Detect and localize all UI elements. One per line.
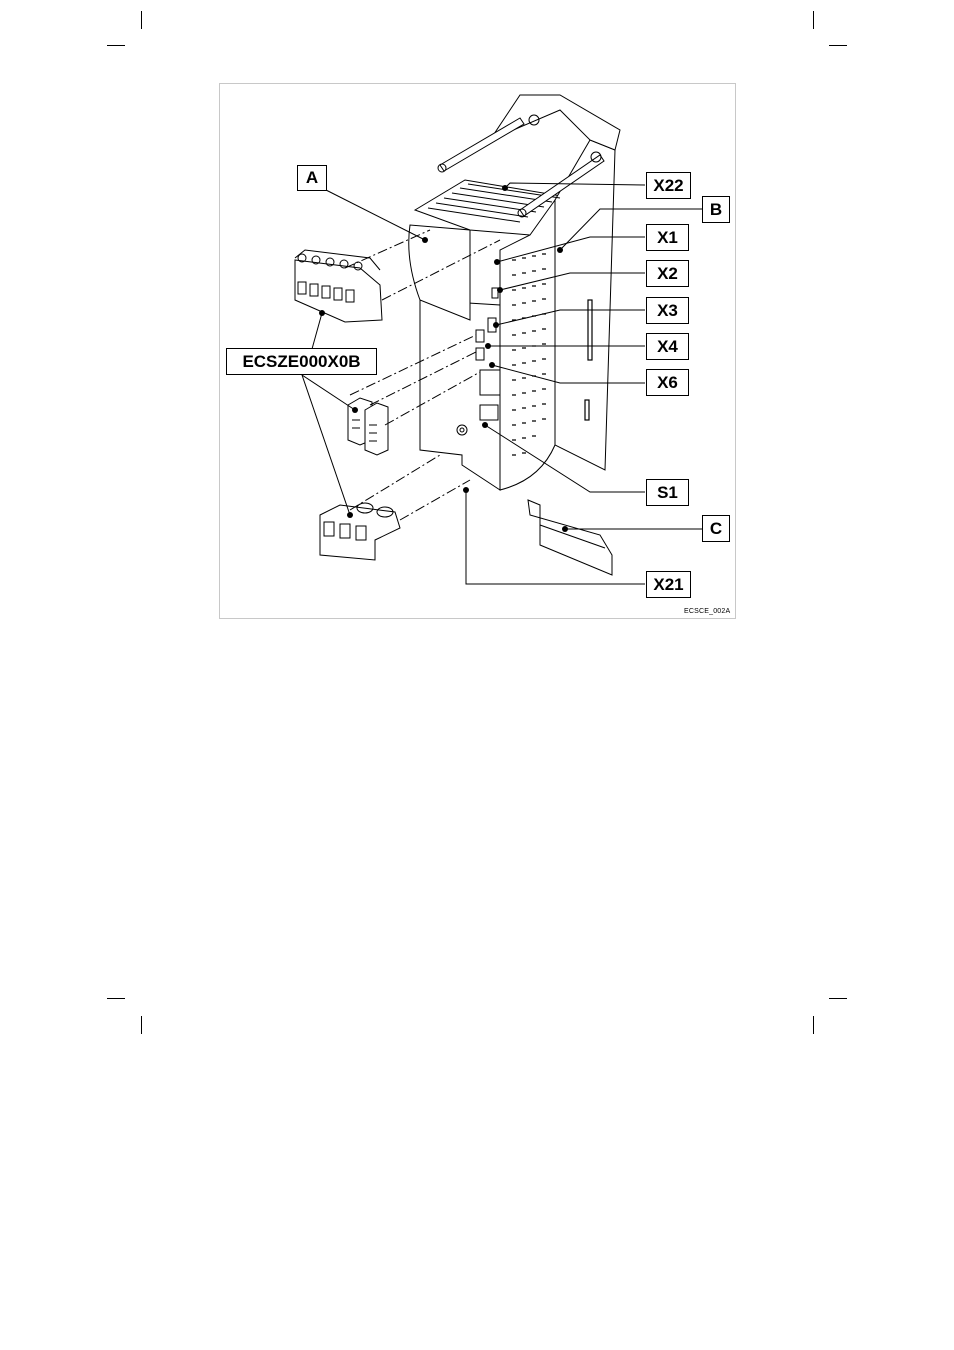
shield-rail (528, 500, 612, 575)
callout-x6: X6 (646, 369, 689, 396)
callout-ecsze000x0b: ECSZE000X0B (226, 348, 377, 375)
callout-c: C (702, 515, 730, 542)
callout-x3: X3 (646, 297, 689, 324)
callout-x4: X4 (646, 333, 689, 360)
callout-x22: X22 (646, 172, 691, 199)
figure-code: ECSCE_002A (684, 608, 730, 615)
module-upper-block (409, 225, 470, 320)
power-plug-x22 (295, 250, 382, 322)
callout-x2: X2 (646, 260, 689, 287)
callout-a: A (297, 165, 327, 191)
callout-s1: S1 (646, 479, 689, 506)
callout-x21: X21 (646, 571, 691, 598)
callout-x1: X1 (646, 224, 689, 251)
callout-b: B (702, 196, 730, 223)
module-side-panel (500, 200, 555, 490)
dc-plug-x21 (320, 503, 400, 560)
module-top-frame (490, 95, 620, 150)
signal-plugs (348, 398, 388, 455)
